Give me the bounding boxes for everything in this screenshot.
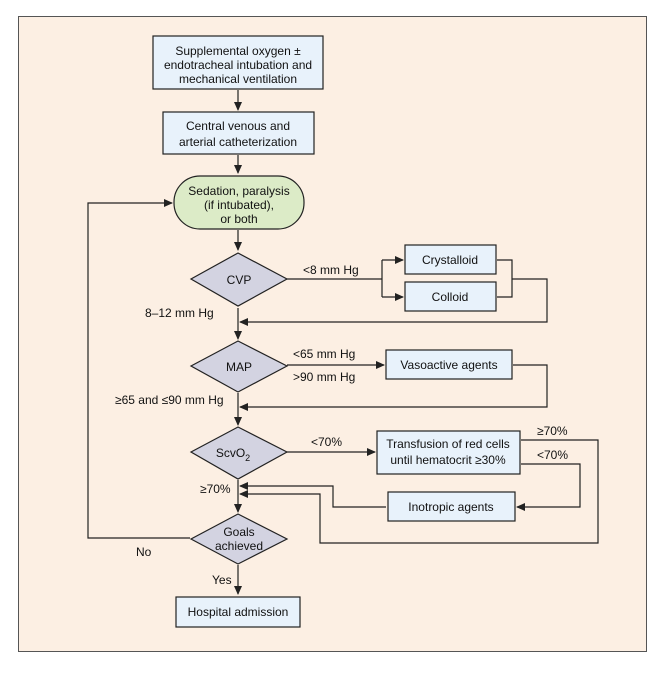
node-transfusion: Transfusion of red cells until hematocri… <box>376 430 521 475</box>
node-vasoactive: Vasoactive agents <box>385 349 513 380</box>
colloid-label: Colloid <box>432 290 469 304</box>
label-scvo2-ok: ≥70% <box>200 482 231 496</box>
map-label: MAP <box>226 360 252 374</box>
node-map-decision: MAP <box>189 340 289 393</box>
arrow-transfusion-to-inotropic <box>516 463 581 511</box>
label-scvo2-low: <70% <box>311 435 342 449</box>
node-crystalloid: Crystalloid <box>404 244 497 275</box>
label-cvp-low: <8 mm Hg <box>303 263 359 277</box>
node-scvo2-decision: ScvO2 <box>189 426 289 480</box>
goals-line-1: Goals <box>223 525 254 539</box>
arrow-transfusion-ok-return <box>239 439 599 544</box>
oxygen-line-1: Supplemental oxygen ± <box>175 44 301 58</box>
node-hospital-admission: Hospital admission <box>175 596 301 628</box>
transfusion-line-2: until hematocrit ≥30% <box>390 453 506 467</box>
arrow-inotropic-return <box>239 482 386 508</box>
goals-line-2: achieved <box>215 539 263 553</box>
label-goals-yes: Yes <box>212 573 232 587</box>
label-map-ok: ≥65 and ≤90 mm Hg <box>115 393 224 407</box>
sedation-line-1: Sedation, paralysis <box>188 184 289 198</box>
scvo2-label: ScvO2 <box>216 446 250 463</box>
hospital-label: Hospital admission <box>188 605 289 619</box>
inotropic-label: Inotropic agents <box>408 500 493 514</box>
vasoactive-label: Vasoactive agents <box>400 358 497 372</box>
node-cvp-decision: CVP <box>189 252 289 307</box>
node-sedation: Sedation, paralysis (if intubated), or b… <box>173 175 305 230</box>
node-colloid: Colloid <box>404 281 497 312</box>
line-fluid-join <box>497 259 513 298</box>
crystalloid-label: Crystalloid <box>422 253 478 267</box>
sedation-line-3: or both <box>220 212 257 226</box>
edge-labels: <8 mm Hg 8–12 mm Hg <65 mm Hg >90 mm Hg … <box>115 263 568 587</box>
node-inotropic: Inotropic agents <box>387 491 516 522</box>
label-goals-no: No <box>136 545 152 559</box>
cvp-label: CVP <box>227 273 252 287</box>
arrow-fluid-return <box>239 278 548 326</box>
oxygen-line-3: mechanical ventilation <box>179 72 297 86</box>
arrow-goals-no-loop <box>87 199 190 539</box>
node-catheterization: Central venous and arterial catheterizat… <box>162 111 315 155</box>
node-oxygen: Supplemental oxygen ± endotracheal intub… <box>152 35 324 90</box>
label-transfusion-ok: ≥70% <box>537 424 568 438</box>
transfusion-line-1: Transfusion of red cells <box>386 437 510 451</box>
sedation-line-2: (if intubated), <box>204 198 274 212</box>
label-map-high: >90 mm Hg <box>293 370 355 384</box>
node-goals-decision: Goals achieved <box>189 513 289 565</box>
catheter-line-2: arterial catheterization <box>179 135 297 149</box>
connectors <box>87 90 599 595</box>
label-transfusion-low: <70% <box>537 448 568 462</box>
label-map-low: <65 mm Hg <box>293 347 355 361</box>
diagram-frame <box>18 16 647 652</box>
label-cvp-ok: 8–12 mm Hg <box>145 306 214 320</box>
arrow-vasoactive-return <box>239 364 548 411</box>
oxygen-line-2: endotracheal intubation and <box>164 58 312 72</box>
catheter-line-1: Central venous and <box>186 119 290 133</box>
